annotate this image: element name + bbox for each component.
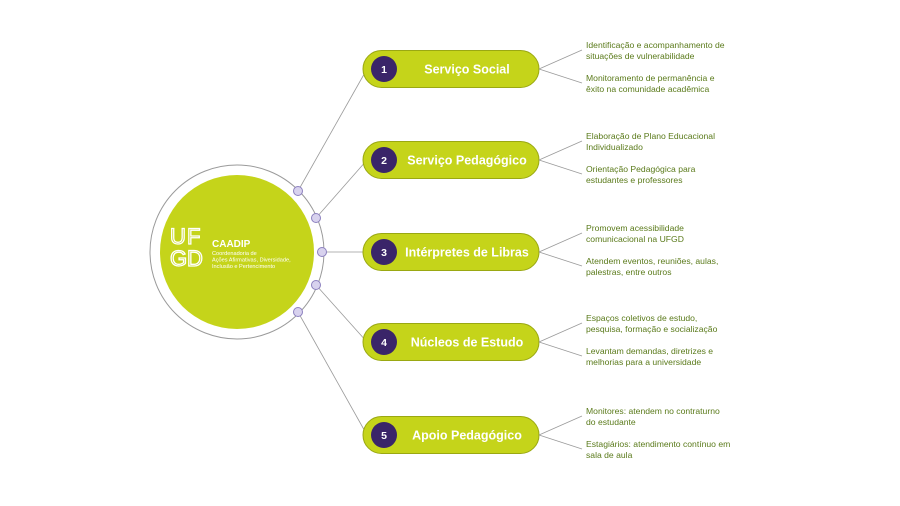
desc-line: Monitoramento de permanência e — [586, 73, 715, 83]
logo-letter-g: G — [170, 246, 187, 271]
desc-line: palestras, entre outros — [586, 267, 672, 277]
connector-line-2 — [315, 159, 368, 219]
ring-node-2 — [311, 213, 321, 223]
branch-number: 5 — [381, 430, 387, 442]
desc-line: Promovem acessibilidade — [586, 223, 684, 233]
desc-connector — [538, 341, 583, 357]
desc-connector — [538, 434, 583, 450]
branch-label: Serviço Pedagógico — [407, 154, 527, 168]
ring-node-5 — [293, 307, 303, 317]
branch-5: 5 Apoio Pedagógico Monitores: atendem no c… — [362, 406, 730, 460]
number-badge — [371, 147, 397, 173]
logo-letter-d: D — [187, 246, 203, 271]
desc-connector — [538, 415, 583, 436]
branch-number: 2 — [381, 155, 387, 167]
desc-line: Orientação Pedagógica para — [586, 164, 696, 174]
desc-connector — [538, 140, 583, 161]
branch-1: 1 Serviço Social Identificação e acompanha… — [362, 40, 725, 94]
number-badge — [371, 329, 397, 355]
branch-3: 3 Intérpretes de Libras Promovem acessibil… — [362, 223, 718, 277]
desc-line: Levantam demandas, diretrizes e — [586, 346, 713, 356]
desc-connector — [538, 68, 583, 84]
desc-line: Individualizado — [586, 142, 643, 152]
branch-label: Núcleos de Estudo — [411, 336, 524, 350]
desc-line: Atendem eventos, reuniões, aulas, — [586, 256, 718, 266]
desc-line: Estagiários: atendimento contínuo em — [586, 439, 730, 449]
branch-label: Apoio Pedagógico — [412, 429, 522, 443]
desc-connector — [538, 251, 583, 267]
connector-line-4 — [315, 284, 368, 343]
desc-connector — [538, 232, 583, 253]
branches: 1 Serviço Social Identificação e acompanha… — [293, 40, 730, 460]
desc-line: estudantes e professores — [586, 175, 683, 185]
desc-line: situações de vulnerabilidade — [586, 51, 695, 61]
desc-line: Espaços coletivos de estudo, — [586, 313, 697, 323]
ring-node-3 — [317, 247, 327, 257]
desc-connector — [538, 322, 583, 343]
desc-line: do estudante — [586, 417, 636, 427]
logo-letter-f: F — [187, 224, 200, 249]
desc-connector — [538, 49, 583, 70]
branch-2: 2 Serviço Pedagógico Elaboração de Plano E… — [362, 131, 715, 185]
desc-line: Identificação e acompanhamento de — [586, 40, 725, 50]
desc-line: sala de aula — [586, 450, 633, 460]
connector-lines — [297, 68, 368, 436]
connector-line-5 — [297, 311, 368, 436]
desc-connector — [538, 159, 583, 175]
center-subtitle-3: Inclusão e Pertencimento — [212, 264, 275, 270]
center-name: CAADIP — [212, 239, 251, 250]
ring-node-4 — [311, 280, 321, 290]
desc-line: comunicacional na UFGD — [586, 234, 684, 244]
branch-label: Intérpretes de Libras — [405, 246, 529, 260]
branch-4: 4 Núcleos de Estudo Espaços coletivos de e… — [362, 313, 718, 367]
center-subtitle-2: Ações Afirmativas, Diversidade, — [212, 258, 291, 264]
desc-line: melhorias para a universidade — [586, 357, 701, 367]
desc-line: Elaboração de Plano Educacional — [586, 131, 715, 141]
number-badge — [371, 239, 397, 265]
number-badge — [371, 56, 397, 82]
branch-number: 3 — [381, 247, 387, 259]
desc-line: pesquisa, formação e socialização — [586, 324, 718, 334]
center-disc — [160, 175, 314, 329]
branch-label: Serviço Social — [424, 63, 509, 77]
logo-letter-u: U — [170, 224, 186, 249]
branch-number: 4 — [381, 337, 387, 349]
desc-line: êxito na comunidade acadêmica — [586, 84, 709, 94]
desc-line: Monitores: atendem no contraturno — [586, 406, 720, 416]
ring-node-1 — [293, 186, 303, 196]
ufgd-logo: U F G D — [169, 223, 203, 271]
center-subtitle-1: Coordenadoria de — [212, 251, 257, 257]
number-badge — [371, 422, 397, 448]
connector-line-1 — [297, 68, 368, 192]
branch-number: 1 — [381, 64, 387, 76]
